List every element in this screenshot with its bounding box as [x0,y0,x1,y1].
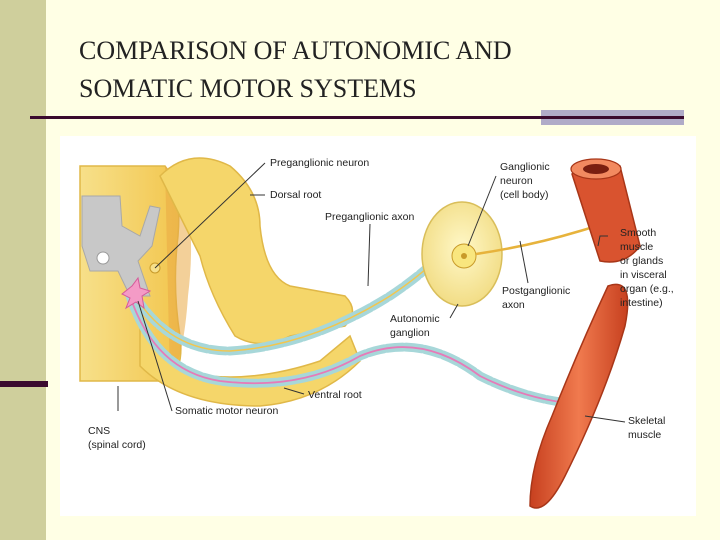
gray-matter [81,195,161,297]
label-smooth-1: Smooth [620,227,656,239]
label-ganglionic-neuron-1: Ganglionic [500,161,550,173]
label-skeletal-2: muscle [628,429,661,441]
autonomic-ganglion [421,201,503,307]
label-ventral-root: Ventral root [308,389,362,401]
label-skeletal-1: Skeletal [628,415,665,427]
side-decor-accent [0,381,48,387]
somatic-motor-neuron-body [121,276,152,310]
central-canal [96,251,110,265]
skeletal-muscle [529,283,629,509]
title-underline [30,116,542,119]
side-decor-band [0,0,46,540]
label-dorsal-root: Dorsal root [270,189,321,201]
slide-title: COMPARISON OF AUTONOMIC AND SOMATIC MOTO… [79,32,679,108]
slide-title-line-1: COMPARISON OF AUTONOMIC AND [79,36,512,65]
label-smooth-3: or glands [620,255,663,267]
slide-title-line-2: SOMATIC MOTOR SYSTEMS [79,74,417,103]
visceral-organ [570,158,641,263]
label-ganglionic-neuron-2: neuron [500,175,533,187]
label-autonomic-ganglion-2: ganglion [390,327,430,339]
title-underline-accent-line [541,116,684,119]
label-smooth-6: intestine) [620,297,663,309]
label-preganglionic-axon: Preganglionic axon [325,211,414,223]
label-preganglionic-neuron: Preganglionic neuron [270,157,369,169]
label-ganglionic-neuron-3: (cell body) [500,189,548,201]
label-postganglionic-2: axon [502,299,525,311]
label-autonomic-ganglion-1: Autonomic [390,313,440,325]
dorsal-root [159,157,354,345]
label-cns-2: (spinal cord) [88,439,146,451]
somatic-motor-axon [125,291,585,409]
label-postganglionic-1: Postganglionic [502,285,570,297]
nervous-system-diagram: Preganglionic neuron Dorsal root Pregang… [60,136,696,516]
label-smooth-5: organ (e.g., [620,283,674,295]
label-somatic-motor-neuron: Somatic motor neuron [175,405,278,417]
leader-lines [117,162,626,423]
label-smooth-2: muscle [620,241,653,253]
label-cns-1: CNS [88,425,110,437]
label-smooth-4: in visceral [620,269,667,281]
preganglionic-axon [130,251,445,356]
